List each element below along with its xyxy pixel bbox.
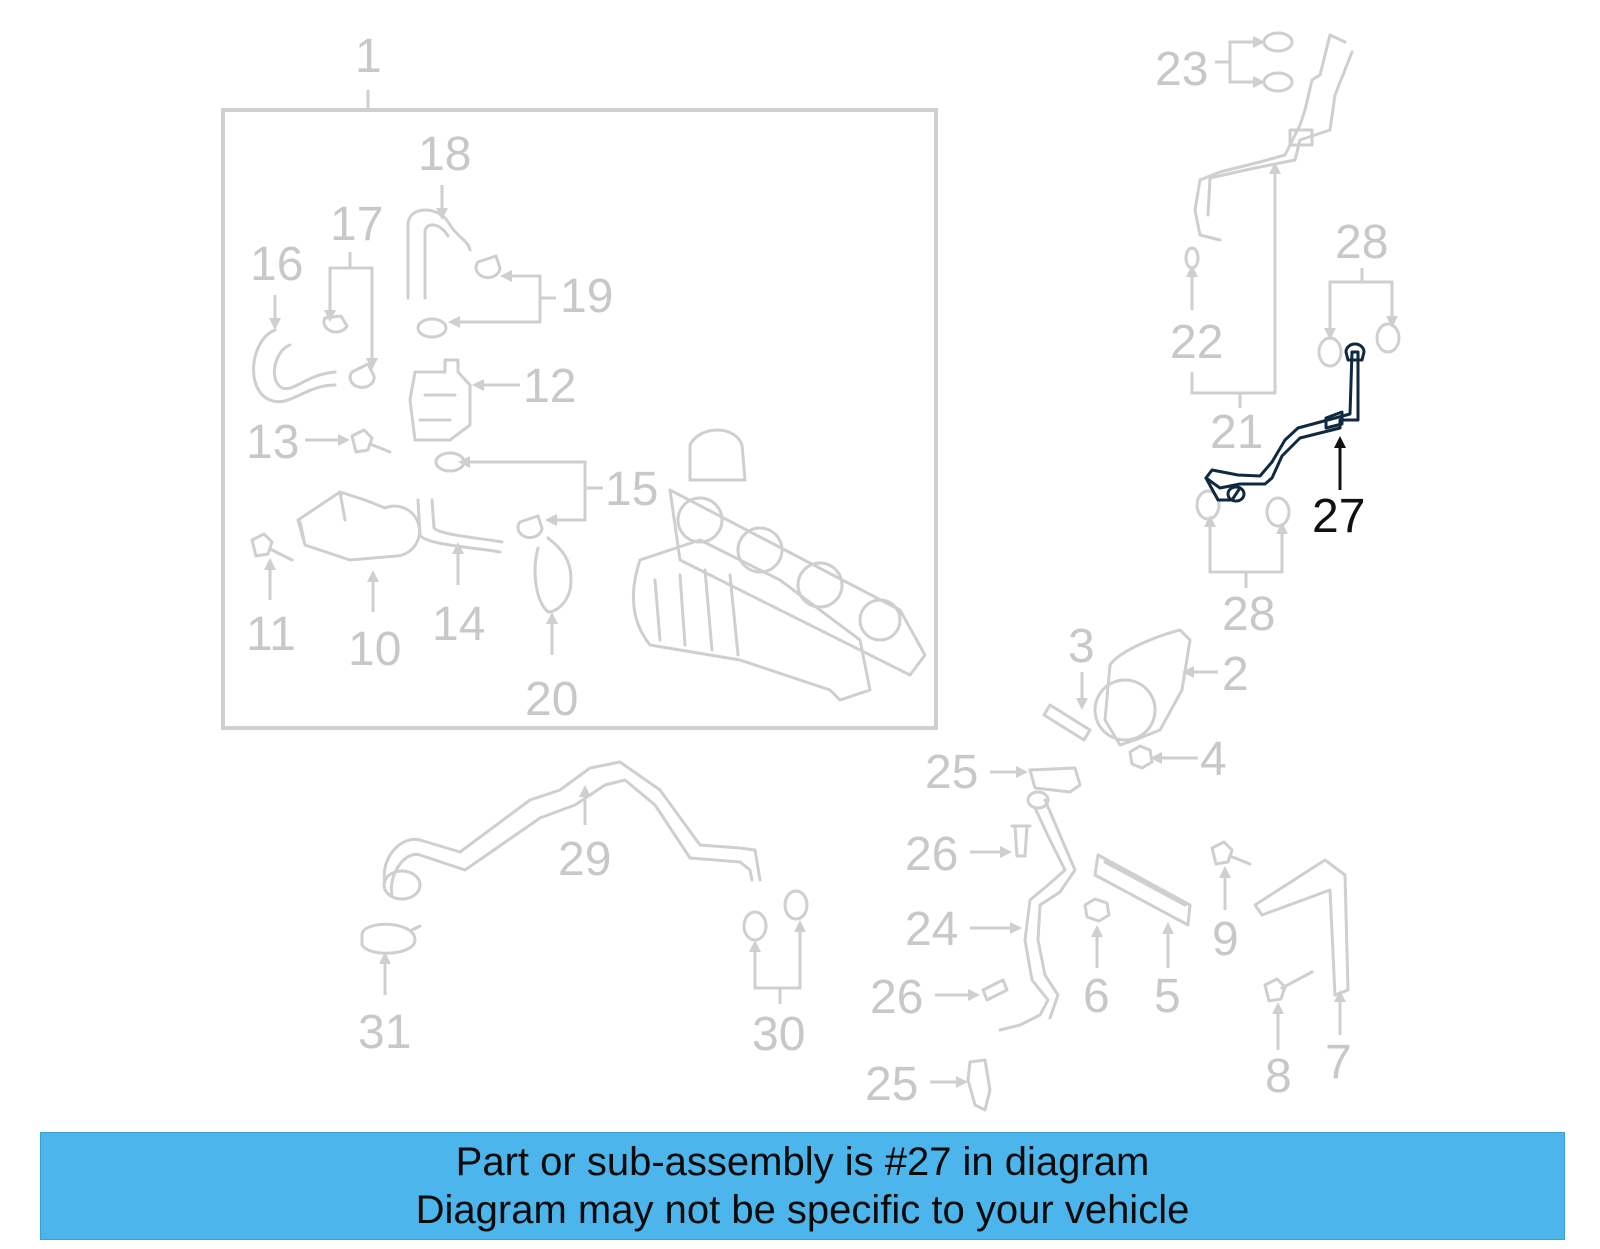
callout-23: 23 [1155, 43, 1208, 96]
oring-28d [1265, 496, 1291, 528]
callout-29: 29 [558, 833, 611, 886]
pipe-29 [382, 760, 762, 897]
oring-28b [1375, 322, 1401, 354]
hose-16 [252, 328, 337, 404]
valve-12 [408, 358, 472, 442]
assembly-box [221, 108, 938, 730]
callout-30: 30 [752, 1008, 805, 1061]
callout-31: 31 [358, 1006, 411, 1059]
nut-6 [1083, 897, 1111, 923]
bracket-7 [1253, 858, 1350, 997]
hose-14 [416, 498, 504, 554]
callout-12: 12 [523, 360, 576, 413]
callout-17: 17 [330, 198, 383, 251]
callout-27: 27 [1312, 490, 1365, 543]
callout-10: 10 [348, 623, 401, 676]
bolt-26a [1010, 824, 1032, 858]
callout-7: 7 [1325, 1036, 1352, 1089]
callout-24: 24 [905, 903, 958, 956]
stud-3 [1042, 703, 1092, 742]
callout-18: 18 [418, 128, 471, 181]
callout-21: 21 [1210, 406, 1263, 459]
gasket-25a [1028, 766, 1082, 794]
callout-6: 6 [1083, 970, 1110, 1023]
callout-19: 19 [560, 270, 613, 323]
hose-18 [406, 208, 472, 300]
gasket-25b [966, 1058, 992, 1112]
pipe-21 [1193, 33, 1354, 242]
callout-16: 16 [250, 238, 303, 291]
oring-23a [1262, 31, 1294, 53]
bolt-11 [250, 532, 294, 562]
oring-30b [783, 889, 809, 921]
clamp-15b [516, 514, 544, 539]
banner-line-2: Diagram may not be specific to your vehi… [415, 1188, 1190, 1232]
info-banner: Part or sub-assembly is #27 in diagram D… [40, 1132, 1565, 1240]
clamp-17b [348, 362, 376, 389]
oring-30a [742, 910, 768, 942]
bolt-13 [350, 428, 392, 454]
bolt-8 [1263, 970, 1314, 1003]
clamp-31 [360, 922, 422, 955]
clamp-19b [416, 317, 448, 339]
callout-2: 2 [1222, 648, 1249, 701]
clamp-19a [474, 254, 502, 279]
nut-4 [1128, 744, 1154, 770]
callout-15: 15 [605, 463, 658, 516]
callout-5: 5 [1154, 970, 1181, 1023]
callout-26a: 26 [905, 828, 958, 881]
pipe-24 [998, 790, 1077, 1032]
callout-20: 20 [525, 673, 578, 726]
leader-lines [264, 36, 1398, 1088]
callout-11: 11 [246, 608, 296, 661]
callout-8: 8 [1265, 1050, 1292, 1103]
callout-28b: 28 [1222, 588, 1275, 641]
turbocharger [631, 428, 927, 702]
bracket-5 [1093, 853, 1192, 927]
callout-1: 1 [355, 30, 382, 83]
callout-26b: 26 [870, 971, 923, 1024]
pipe-20 [533, 536, 573, 614]
bolt-9 [1210, 840, 1252, 866]
callout-28a: 28 [1335, 216, 1388, 269]
pipe-27-highlighted [1204, 342, 1366, 503]
bolt-26b [981, 978, 1009, 1002]
oring-23b [1262, 71, 1294, 93]
banner-line-1: Part or sub-assembly is #27 in diagram [455, 1140, 1150, 1184]
callout-9: 9 [1212, 913, 1239, 966]
gasket-2 [1093, 628, 1192, 747]
oring-28a [1317, 336, 1343, 368]
callout-25a: 25 [925, 746, 978, 799]
actuator-10 [296, 490, 421, 562]
callout-3: 3 [1068, 620, 1095, 673]
callout-13: 13 [246, 416, 299, 469]
callout-22: 22 [1170, 316, 1223, 369]
callout-25b: 25 [865, 1058, 918, 1111]
callout-4: 4 [1200, 733, 1227, 786]
callout-14: 14 [432, 598, 485, 651]
clamp-17a [322, 314, 349, 334]
